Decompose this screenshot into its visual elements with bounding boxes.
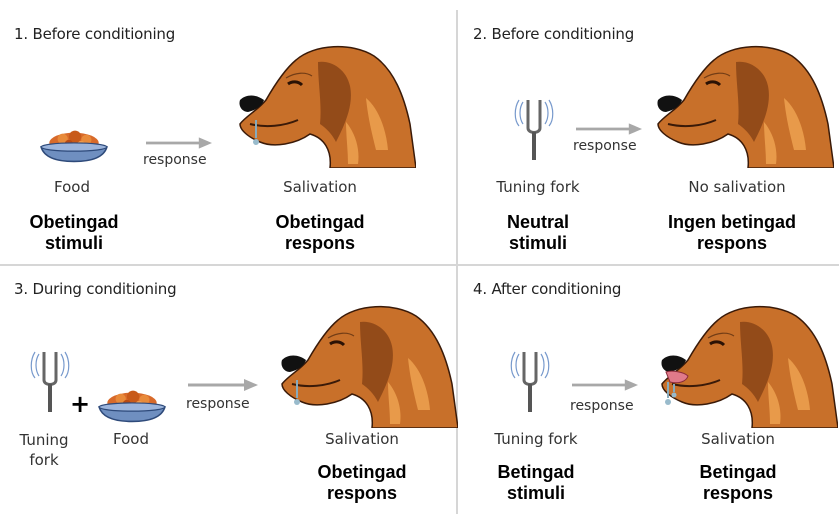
horizontal-divider <box>0 264 839 266</box>
tongue-drool-icon <box>665 370 689 405</box>
tuning-fork-icon <box>510 344 550 414</box>
arrow-label: response <box>186 396 250 412</box>
food-bowl-icon <box>38 126 110 164</box>
food-bowl-icon <box>96 386 168 424</box>
panel-title: 3. During conditioning <box>14 280 177 298</box>
arrow-label: response <box>570 398 634 414</box>
vertical-divider <box>456 10 458 514</box>
tuning-fork-icon <box>514 92 554 162</box>
panel-after-conditioning: 4. After conditioning Tuning fork Beting… <box>458 266 839 520</box>
response-caption: No salivation <box>688 178 786 196</box>
arrow-icon <box>576 122 642 136</box>
response-caption: Salivation <box>325 430 399 448</box>
arrow-icon <box>183 378 263 392</box>
panel-title: 4. After conditioning <box>473 280 622 298</box>
panel-title: 1. Before conditioning <box>14 25 176 43</box>
plus-icon: + <box>70 390 91 418</box>
stimulus-caption: Tuning fork <box>496 178 580 196</box>
dog-head-icon <box>644 38 834 168</box>
stimulus-caption: Tuning fork <box>494 430 578 448</box>
stimulus-caption-food: Food <box>113 430 149 448</box>
response-caption: Salivation <box>701 430 775 448</box>
arrow-icon <box>146 136 212 150</box>
stimulus-caption: Food <box>54 178 90 196</box>
panel-title: 2. Before conditioning <box>473 25 635 43</box>
arrow-label: response <box>143 152 207 168</box>
arrow-label: response <box>573 138 637 154</box>
tuning-fork-icon <box>30 344 70 414</box>
drool-icon <box>294 380 300 405</box>
drool-icon <box>253 120 259 145</box>
arrow-icon <box>572 378 638 392</box>
panel-before-conditioning-2: 2. Before conditioning Tuning fork Neutr… <box>458 0 839 254</box>
response-caption: Salivation <box>283 178 357 196</box>
